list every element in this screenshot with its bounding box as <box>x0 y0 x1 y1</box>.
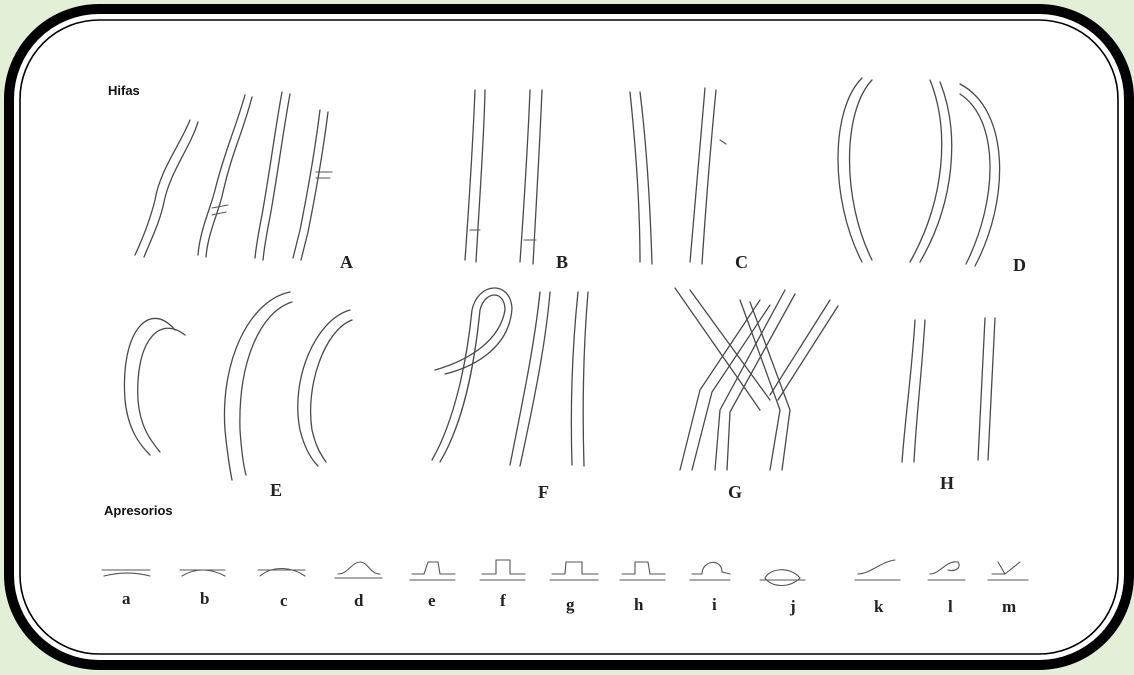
panel-label-e: E <box>270 480 282 500</box>
panel-label-f: F <box>538 482 549 502</box>
appressorium-label-i: i <box>712 595 717 614</box>
appressorium-label-a: a <box>122 589 131 608</box>
appressorium-label-j: j <box>789 597 796 616</box>
panel-label-h: H <box>940 473 954 493</box>
appressorium-label-b: b <box>200 589 209 608</box>
appressorium-label-l: l <box>948 597 953 616</box>
appressorium-label-d: d <box>354 591 364 610</box>
appressorium-label-c: c <box>280 591 288 610</box>
rounded-frame <box>4 4 1134 670</box>
appressorium-label-g: g <box>566 595 575 614</box>
appressorium-label-h: h <box>634 595 644 614</box>
panel-label-c: C <box>735 252 748 272</box>
panel-label-d: D <box>1013 255 1026 275</box>
appressorium-label-m: m <box>1002 597 1016 616</box>
appressoria-section-title: Apresorios <box>104 503 173 518</box>
appressorium-label-k: k <box>874 597 884 616</box>
appressorium-label-e: e <box>428 591 436 610</box>
hyphae-section-title: Hifas <box>108 83 140 98</box>
appressorium-label-f: f <box>500 591 506 610</box>
panel-label-b: B <box>556 252 568 272</box>
panel-label-a: A <box>340 252 353 272</box>
panel-label-g: G <box>728 482 742 502</box>
